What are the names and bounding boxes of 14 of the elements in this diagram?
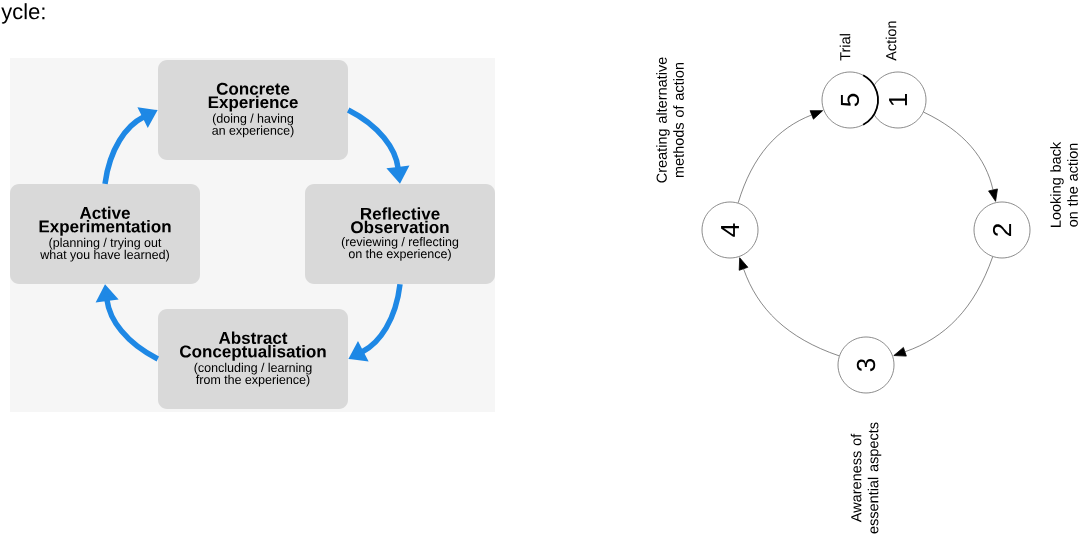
arrow <box>738 257 840 357</box>
step-caption: Action <box>885 21 897 61</box>
stage-box: Reflective Observation (reviewing / reflecting on the experience) <box>305 184 495 284</box>
stage-box: Concrete Experience (doing / having an experience) <box>158 60 348 160</box>
step-caption: Awareness of essential aspects <box>850 422 882 534</box>
arrow <box>737 110 823 204</box>
arrow <box>923 111 998 202</box>
step-caption: Trial <box>839 34 851 61</box>
step-caption: Creating alternative methods of action <box>656 57 684 183</box>
heading-fragment: ycle: <box>1 3 45 24</box>
stage-box: Active Experimentation (planning / trying out what you have learned) <box>10 184 200 284</box>
stage-box: Abstract Conceptualisation (concluding / learning from the experience) <box>158 309 348 409</box>
step-caption: Looking back on the action <box>1050 141 1078 227</box>
arrow <box>893 256 993 357</box>
